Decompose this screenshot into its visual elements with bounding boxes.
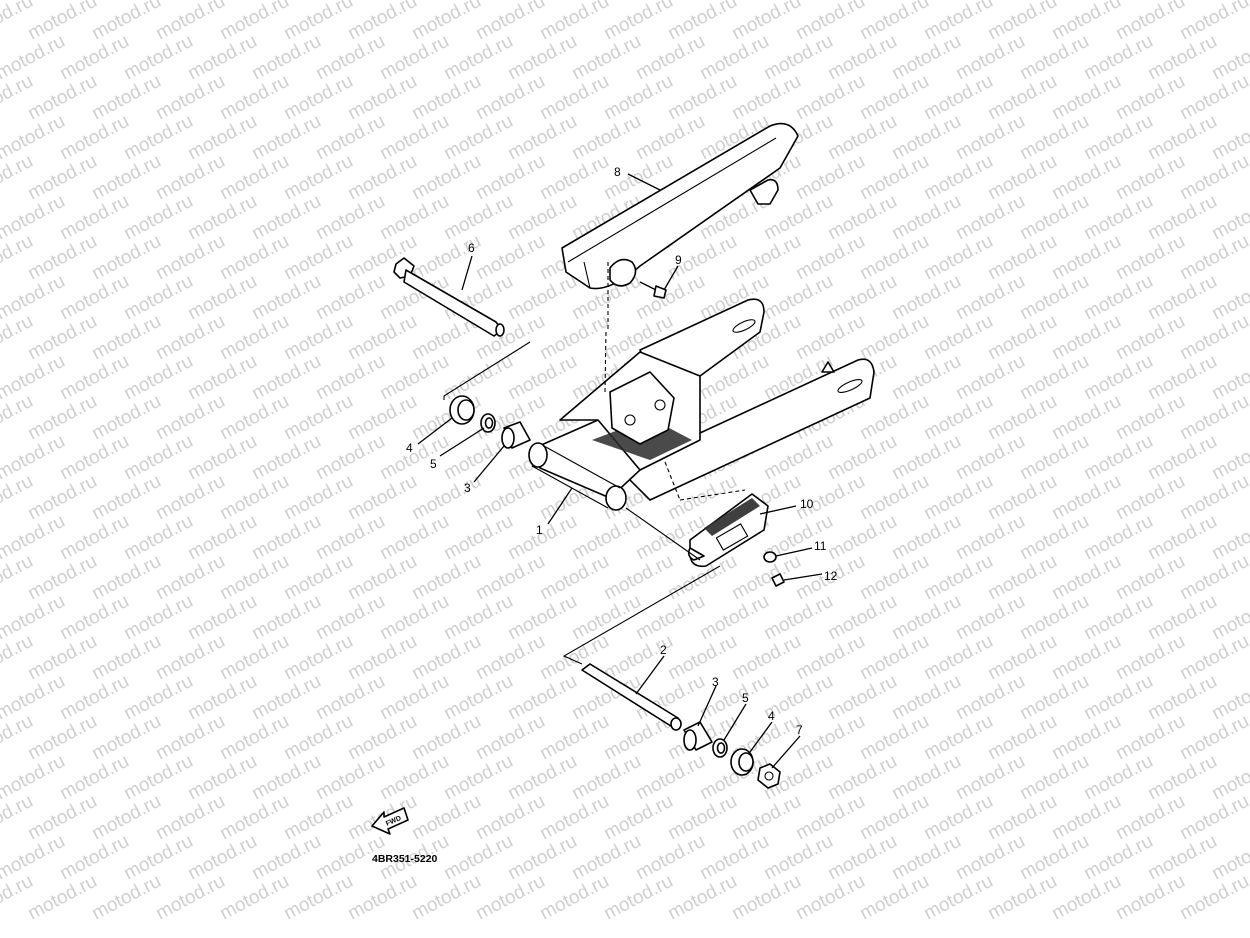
part-bolt-9 bbox=[639, 281, 667, 299]
part-chain-case bbox=[561, 122, 799, 330]
watermark-text: motod.ru bbox=[344, 0, 420, 44]
callout-10: 10 bbox=[800, 497, 814, 511]
diagram-code: 4BR351-5220 bbox=[372, 853, 438, 865]
watermark-text: motod.ru bbox=[600, 0, 676, 44]
part-upper-collar-4 bbox=[449, 395, 475, 425]
part-upper-washer-5 bbox=[480, 413, 496, 433]
callout-11: 11 bbox=[814, 539, 827, 553]
part-lower-washer-5 bbox=[712, 738, 728, 758]
part-lower-bearing-3 bbox=[683, 721, 713, 751]
watermark-text: motod.ru bbox=[1048, 0, 1124, 44]
part-upper-bearing-3 bbox=[501, 421, 531, 449]
callout-5-lower: 5 bbox=[742, 691, 749, 705]
part-bolt-12 bbox=[771, 573, 785, 587]
watermark-text: motod.ru bbox=[792, 0, 868, 44]
leader-lines bbox=[417, 173, 823, 769]
watermark-text: motod.ru bbox=[152, 0, 228, 44]
part-washer-11 bbox=[763, 551, 777, 563]
watermark-text: motod.ru bbox=[216, 0, 292, 44]
part-lower-collar-4 bbox=[730, 748, 754, 776]
callout-4-upper: 4 bbox=[406, 441, 413, 455]
watermark-text: motod.ru bbox=[280, 0, 356, 44]
callout-8: 8 bbox=[614, 165, 621, 179]
fwd-arrow-icon: FWD bbox=[371, 807, 409, 835]
callout-1: 1 bbox=[536, 523, 543, 537]
watermark-text: motod.ru bbox=[88, 0, 164, 44]
part-swingarm bbox=[528, 298, 875, 511]
watermark-text: motod.ru bbox=[664, 0, 740, 44]
watermark-text: motod.ru bbox=[856, 0, 932, 44]
part-pivot-shaft-6 bbox=[393, 257, 505, 337]
part-lower-shaft-2 bbox=[581, 663, 682, 731]
assembly-guide-lines bbox=[443, 341, 721, 665]
watermark-text: motod.ru bbox=[472, 0, 548, 44]
watermark-text: motod.ru bbox=[1112, 0, 1188, 44]
watermark-text: motod.ru bbox=[984, 0, 1060, 44]
watermark-text: motod.ru bbox=[1176, 871, 1250, 925]
callout-labels: 8 9 6 4 5 3 1 10 11 12 2 3 5 4 7 bbox=[406, 165, 838, 737]
callout-12: 12 bbox=[824, 569, 838, 583]
callout-2: 2 bbox=[660, 643, 667, 657]
part-nut-7 bbox=[757, 763, 781, 789]
watermark-text: motod.ru bbox=[536, 0, 612, 44]
callout-6: 6 bbox=[468, 241, 475, 255]
watermark-text: motod.ru bbox=[24, 0, 100, 44]
callout-5-upper: 5 bbox=[430, 457, 437, 471]
callout-7: 7 bbox=[796, 723, 803, 737]
callout-4-lower: 4 bbox=[768, 709, 775, 723]
callout-9: 9 bbox=[675, 253, 682, 267]
callout-3-upper: 3 bbox=[464, 481, 471, 495]
callout-3-lower: 3 bbox=[712, 675, 719, 689]
watermark-text: motod.ru bbox=[920, 0, 996, 44]
watermark-text: motod.ru bbox=[408, 0, 484, 44]
part-chain-slider bbox=[687, 493, 769, 568]
watermark-text: motod.ru bbox=[728, 0, 804, 44]
